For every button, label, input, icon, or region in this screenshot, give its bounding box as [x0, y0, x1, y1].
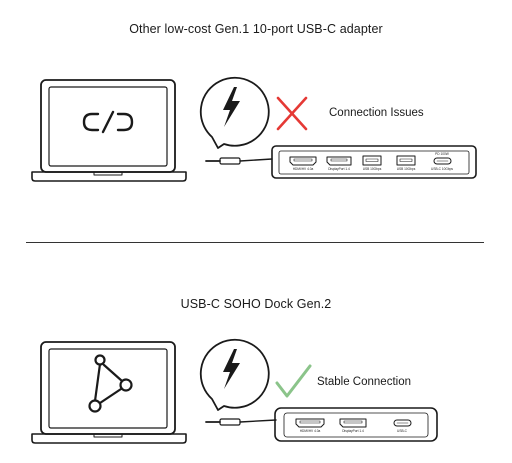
- port-label: HDMI/HV 4.0a: [293, 167, 314, 171]
- stable-connection-label: Stable Connection: [317, 376, 411, 388]
- port-label: DisplayPort 1.4: [328, 167, 350, 171]
- laptop-top: [31, 79, 187, 182]
- port-top-label: PD 100W: [435, 152, 449, 156]
- broken-link-icon: [82, 110, 134, 134]
- cable-bottom: [205, 418, 277, 426]
- network-triangle-icon: [88, 354, 133, 413]
- lightning-icon: [223, 349, 240, 389]
- laptop-bottom: [31, 341, 187, 444]
- connection-issues-label: Connection Issues: [329, 107, 424, 119]
- port-label: HDMI/HV 4.0a: [300, 429, 321, 433]
- port-label: USB 10Gbps: [397, 167, 416, 171]
- bottom-section-title: USB-C SOHO Dock Gen.2: [180, 297, 332, 311]
- section-divider: [26, 242, 484, 243]
- adapter-top: [271, 145, 477, 179]
- check-icon: [275, 364, 312, 398]
- port-label: DisplayPort 1.4: [342, 429, 364, 433]
- port-label: USB 10Gbps: [363, 167, 382, 171]
- cable-top: [205, 157, 273, 165]
- cross-icon: [276, 96, 308, 131]
- dock-bottom: [274, 407, 438, 442]
- speech-bubble-bottom: [199, 338, 270, 411]
- lightning-icon: [223, 87, 240, 127]
- port-label: USB-C: [397, 429, 408, 433]
- top-section-title: Other low-cost Gen.1 10-port USB-C adapt…: [129, 22, 383, 36]
- port-label: USB-C 10Gbps: [431, 167, 453, 171]
- speech-bubble-top: [199, 76, 270, 149]
